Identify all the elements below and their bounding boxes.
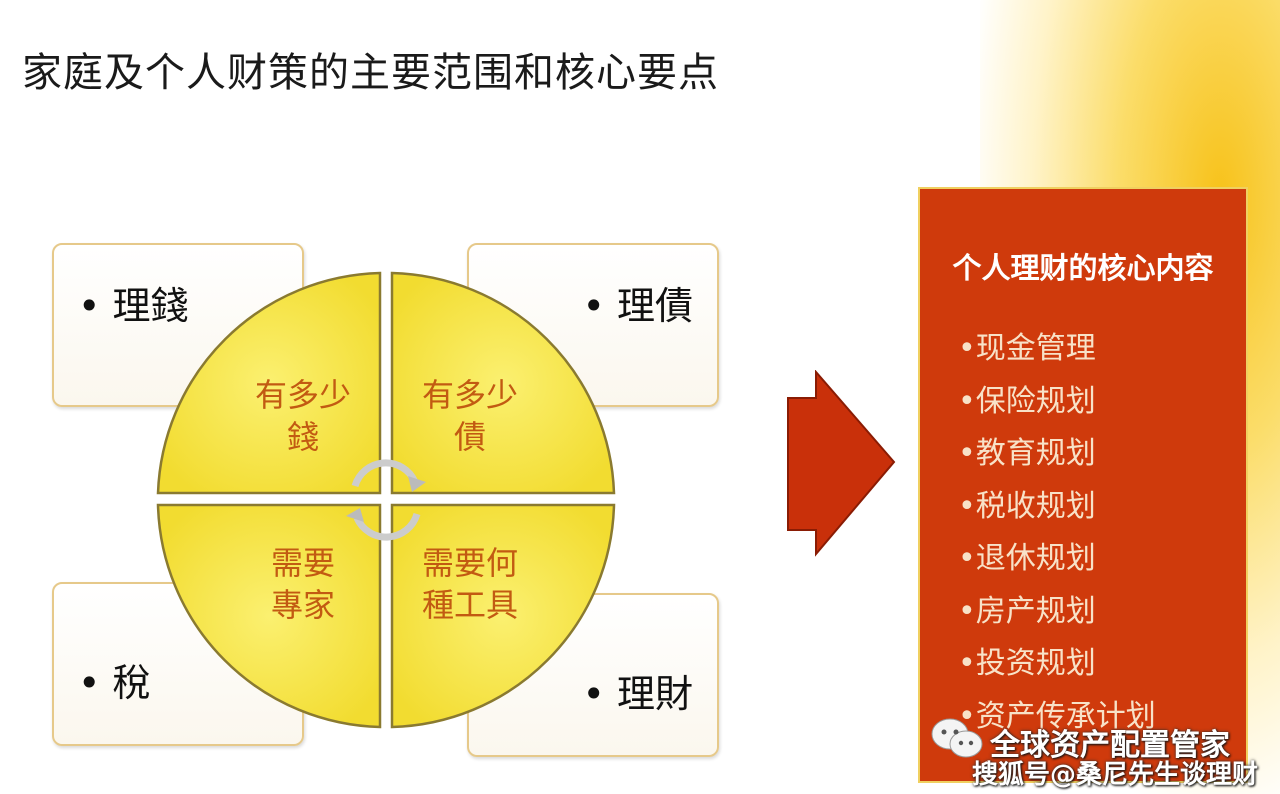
quadrant-tools bbox=[390, 503, 616, 729]
list-item: •现金管理 bbox=[958, 331, 1096, 366]
core-content-panel: 个人理财的核心内容 •现金管理 •保险规划 •教育规划 •税收规划 •退休规划 … bbox=[918, 187, 1248, 783]
list-item: •教育规划 bbox=[958, 436, 1096, 471]
box-label: • 理債 bbox=[582, 284, 694, 328]
quadrant-text-expert: 需要專家 bbox=[270, 544, 335, 624]
quadrant-text-tools: 需要何種工具 bbox=[421, 544, 518, 624]
list-item: •税收规划 bbox=[958, 488, 1096, 524]
watermark-account: 全球资产配置管家 bbox=[990, 728, 1230, 763]
quadrant-text-debt: 有多少債 bbox=[421, 376, 518, 456]
right-arrow-icon bbox=[787, 370, 896, 557]
list-item: •投资规划 bbox=[958, 646, 1096, 681]
quadrant-money bbox=[156, 271, 382, 495]
box-label: • 理財 bbox=[582, 672, 694, 716]
quadrant-expert bbox=[156, 503, 382, 729]
panel-title: 个人理财的核心内容 bbox=[952, 251, 1214, 285]
list-item: •保险规划 bbox=[958, 383, 1096, 419]
wechat-icon bbox=[931, 718, 983, 758]
list-item: •房产规划 bbox=[958, 593, 1096, 629]
quadrant-wheel bbox=[156, 271, 616, 729]
quadrant-text-money: 有多少錢 bbox=[254, 376, 351, 456]
list-item: •资产传承计划 bbox=[958, 698, 1156, 734]
page-title: 家庭及个人财策的主要范围和核心要点 bbox=[22, 50, 719, 96]
cycle-arrows-icon bbox=[351, 459, 421, 541]
core-content-list: •现金管理 •保险规划 •教育规划 •税收规划 •退休规划 •房产规划 •投资规… bbox=[958, 329, 1156, 749]
box-label: • 稅 bbox=[78, 661, 151, 705]
quadrant-debt bbox=[390, 271, 616, 495]
list-item: •退休规划 bbox=[958, 541, 1096, 576]
watermark-source: 搜狐号@桑尼先生谈理财 bbox=[972, 760, 1259, 790]
box-label: • 理錢 bbox=[78, 284, 189, 328]
